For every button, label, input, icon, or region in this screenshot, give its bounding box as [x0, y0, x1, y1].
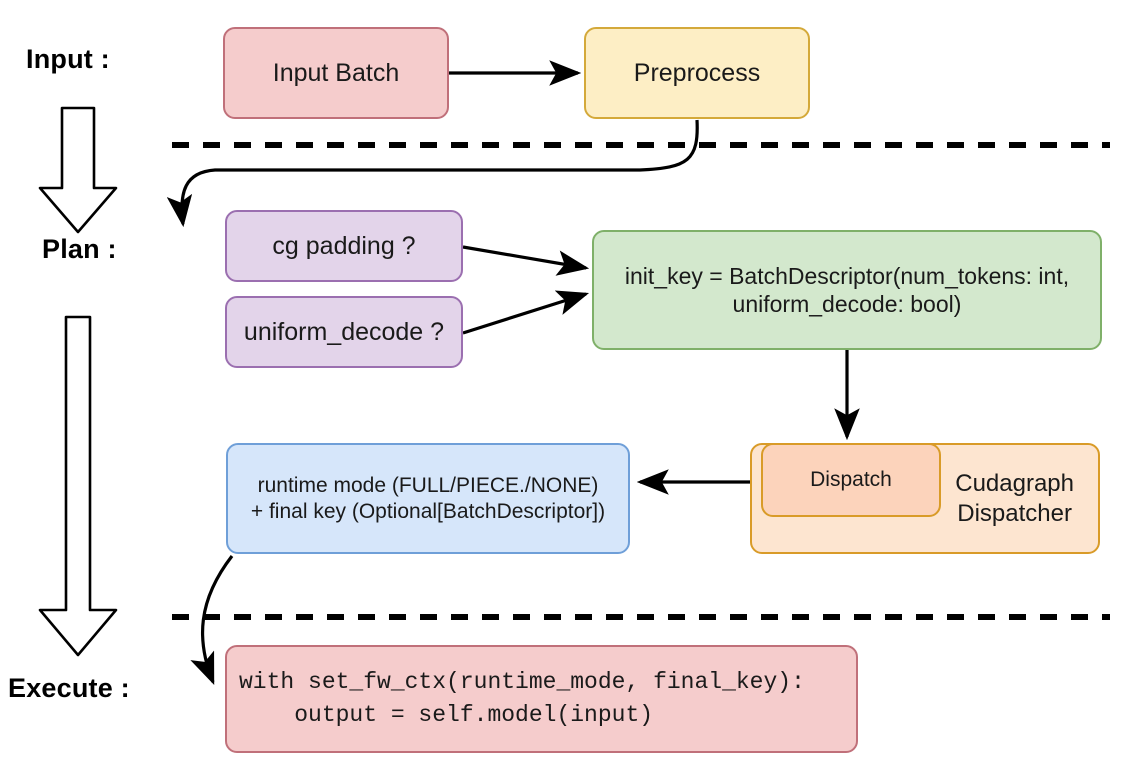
arrow-uniform-decode-to-init-key — [462, 290, 590, 335]
node-preprocess[interactable]: Preprocess — [584, 27, 810, 119]
node-runtime-mode[interactable]: runtime mode (FULL/PIECE./NONE) + final … — [226, 443, 630, 554]
node-uniform-decode[interactable]: uniform_decode ? — [225, 296, 463, 368]
stage-label-plan: Plan : — [42, 234, 117, 264]
arrow-cg-padding-to-init-key — [462, 245, 590, 276]
node-dispatch[interactable]: Dispatch — [761, 443, 941, 517]
stage-label-input: Input : — [26, 44, 110, 74]
node-cg-padding[interactable]: cg padding ? — [225, 210, 463, 282]
input-to-plan-block-arrow — [38, 106, 118, 234]
arrow-runtime-mode-to-execute-code — [190, 555, 234, 685]
arrow-preprocess-to-cg-padding — [166, 119, 699, 228]
node-execute-code[interactable]: with set_fw_ctx(runtime_mode, final_key)… — [225, 645, 858, 753]
plan-to-execute-block-arrow — [38, 315, 118, 657]
stage-label-execute: Execute : — [8, 673, 130, 703]
node-init-key[interactable]: init_key = BatchDescriptor(num_tokens: i… — [592, 230, 1102, 350]
node-input-batch[interactable]: Input Batch — [223, 27, 449, 119]
